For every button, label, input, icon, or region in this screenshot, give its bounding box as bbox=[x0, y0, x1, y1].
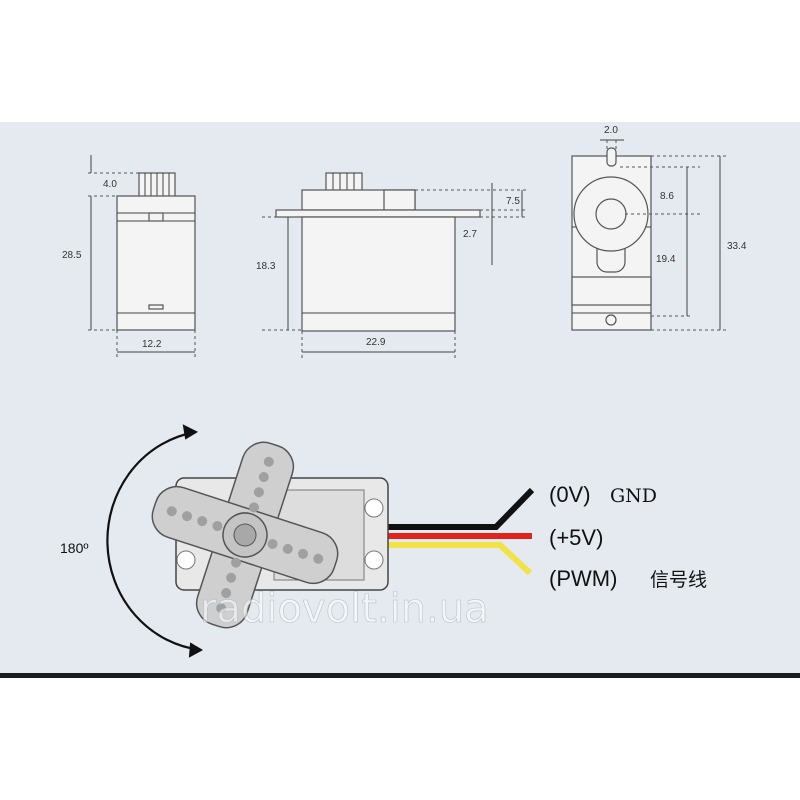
dim-overall-length: 33.4 bbox=[727, 241, 747, 252]
front-view-top-step bbox=[383, 189, 416, 211]
wire-label-signal-suffix: 信号线 bbox=[650, 569, 707, 591]
arrowhead-icon bbox=[188, 642, 204, 658]
side-view-tab bbox=[148, 212, 164, 222]
horn-hole bbox=[212, 521, 223, 532]
side-view-slot bbox=[148, 304, 164, 310]
dim-flange-top: 7.5 bbox=[506, 196, 520, 207]
horn-hole bbox=[231, 557, 242, 568]
dim-shaft-to-flange: 19.4 bbox=[656, 254, 676, 265]
rotation-label: 180º bbox=[60, 540, 88, 556]
rotation-arc bbox=[106, 430, 202, 652]
top-view-flange-window bbox=[571, 276, 652, 306]
watermark: radiovolt.in.ua bbox=[200, 586, 489, 632]
horn-hole bbox=[313, 553, 324, 564]
top-view-mount-hole bbox=[605, 314, 617, 326]
horn-hole bbox=[282, 543, 293, 554]
dim-flange-thickness: 2.7 bbox=[463, 229, 477, 240]
horn-screw bbox=[233, 523, 257, 547]
dim-top-height: 4.0 bbox=[103, 179, 117, 190]
mount-hole bbox=[364, 550, 384, 570]
horn-hole bbox=[298, 548, 309, 559]
dim-width: 12.2 bbox=[142, 339, 162, 350]
top-view-mount-hole bbox=[606, 147, 617, 167]
horn-hole bbox=[267, 538, 278, 549]
horn-hole bbox=[197, 516, 208, 527]
horn-hole bbox=[216, 603, 227, 614]
dim-length: 22.9 bbox=[366, 337, 386, 348]
front-view-body bbox=[301, 216, 456, 332]
top-view-shaft bbox=[595, 198, 627, 230]
dim-shaft-offset: 8.6 bbox=[660, 191, 674, 202]
wire-gnd bbox=[385, 487, 535, 530]
mount-hole bbox=[364, 498, 384, 518]
horn-hole bbox=[166, 506, 177, 517]
horn-hole bbox=[253, 487, 264, 498]
wire-label-signal: (PWM) bbox=[549, 566, 617, 591]
horn-hole bbox=[226, 572, 237, 583]
side-view: 4.0 28.5 12.2 bbox=[62, 155, 196, 358]
horn-hole bbox=[258, 471, 269, 482]
mount-hole bbox=[176, 550, 196, 570]
front-view-flange bbox=[275, 209, 481, 218]
bottom-divider bbox=[0, 673, 800, 678]
wire-label-gnd-suffix: GND bbox=[610, 485, 657, 507]
horn-hole bbox=[248, 502, 259, 513]
horn-hole bbox=[221, 588, 232, 599]
wire-signal bbox=[385, 542, 533, 576]
dim-height: 28.5 bbox=[62, 250, 82, 261]
top-view: 2.0 8.6 19.4 33.4 bbox=[571, 125, 747, 331]
servo-illustration: 180º bbox=[60, 424, 707, 658]
servo-horn bbox=[151, 441, 339, 629]
wire-label-gnd: (0V) bbox=[549, 482, 591, 507]
arrowhead-icon bbox=[182, 424, 199, 440]
dim-mount-height: 18.3 bbox=[256, 261, 276, 272]
wire-label-vcc: (+5V) bbox=[549, 525, 603, 550]
front-view: 18.3 22.9 7.5 2.7 bbox=[256, 172, 527, 358]
horn-hole bbox=[263, 456, 274, 467]
dim-hole-width: 2.0 bbox=[604, 125, 618, 136]
horn-hole bbox=[181, 511, 192, 522]
